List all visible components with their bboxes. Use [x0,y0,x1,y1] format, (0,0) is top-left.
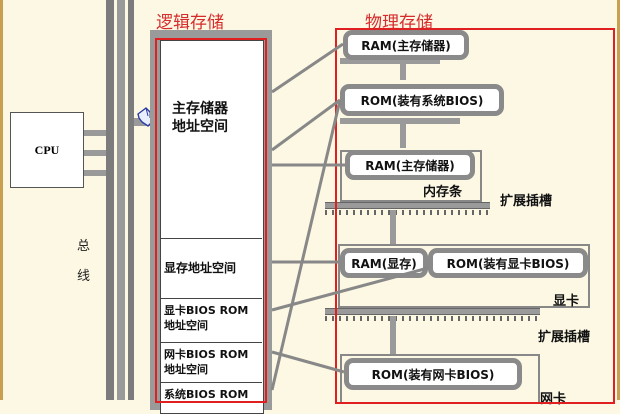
bus-trace-v2 [400,124,406,148]
main-memory-label-line1: 主存储器 [172,101,228,117]
expansion-slot-1 [325,202,490,209]
vga-bios-address-space: 显卡BIOS ROM 地址空间 [160,298,262,342]
expansion-slot-1-label: 扩展插槽 [500,194,553,209]
ram-main-chip: RAM(主存储器) [343,30,469,60]
graphics-card-label: 显卡 [553,294,580,309]
expansion-slot-2 [325,308,540,315]
main-memory-label-line2: 地址空间 [172,119,228,135]
rom-system-bios-chip: ROM(装有系统BIOS) [340,84,504,116]
nic-bios-label-line2: 地址空间 [164,363,208,376]
logical-storage-title: 逻辑存储 [156,13,224,33]
vram-label: 显存地址空间 [164,261,237,275]
bus-label-char2: 线 [77,269,91,284]
map-line-nic-bios [271,350,345,374]
bus-trace-v [400,64,406,80]
expansion-slot-2-label: 扩展插槽 [538,330,591,345]
system-bus-bar-3 [128,0,134,400]
frame-left-edge [0,0,3,400]
map-line-rom-system [271,98,341,152]
bus-trace-2 [340,118,460,124]
ram-main-label: RAM(主存储器) [361,38,451,53]
map-line-system-bios [270,99,342,391]
rom-vga-bios-chip: ROM(装有显卡BIOS) [428,248,588,278]
system-bios-label-line1: 系统BIOS ROM [164,388,249,401]
address-mapping-lines [270,42,429,391]
cpu-box: CPU [10,112,84,188]
rom-system-bios-label: ROM(装有系统BIOS) [360,93,484,108]
system-bus-bar [106,0,114,400]
rom-vga-bios-label: ROM(装有显卡BIOS) [446,256,570,271]
ram-module-chip: RAM(主存储器) [345,150,475,180]
expansion-slot-2-pins [325,316,540,321]
expansion-slot-1-pins [325,210,490,215]
cpu-label: CPU [34,142,60,157]
vram-address-space: 显存地址空间 [160,238,262,298]
bus-trace-v4 [390,316,396,354]
cpu-bus-link-3 [82,170,106,176]
system-bios-address-space: 系统BIOS ROM [160,382,262,401]
bus-label-char1: 总 [77,239,91,254]
cpu-bus-link-2 [82,150,106,156]
system-bus-bar-2 [117,0,125,400]
map-line-ram-main [271,42,344,94]
rom-nic-bios-label: ROM(装有网卡BIOS) [371,367,495,382]
address-space-column [160,40,264,414]
vram-chip-label: RAM(显存) [351,256,417,271]
nic-bios-address-space: 网卡BIOS ROM 地址空间 [160,342,262,382]
nic-bios-label-line1: 网卡BIOS ROM [164,348,249,361]
bus-trace [340,58,440,64]
rom-nic-bios-chip: ROM(装有网卡BIOS) [344,358,522,390]
vga-bios-label-line1: 显卡BIOS ROM [164,304,249,317]
main-memory-address-space: 主存储器 地址空间 [160,100,262,238]
frame-right-edge [617,0,620,400]
map-line-vga-bios [271,266,429,312]
memory-stick-label: 内存条 [423,185,463,200]
bus-trace-v3 [390,210,396,244]
vga-bios-label-line2: 地址空间 [164,319,208,332]
ram-module-label: RAM(主存储器) [365,158,455,173]
cpu-bus-link [82,130,106,136]
